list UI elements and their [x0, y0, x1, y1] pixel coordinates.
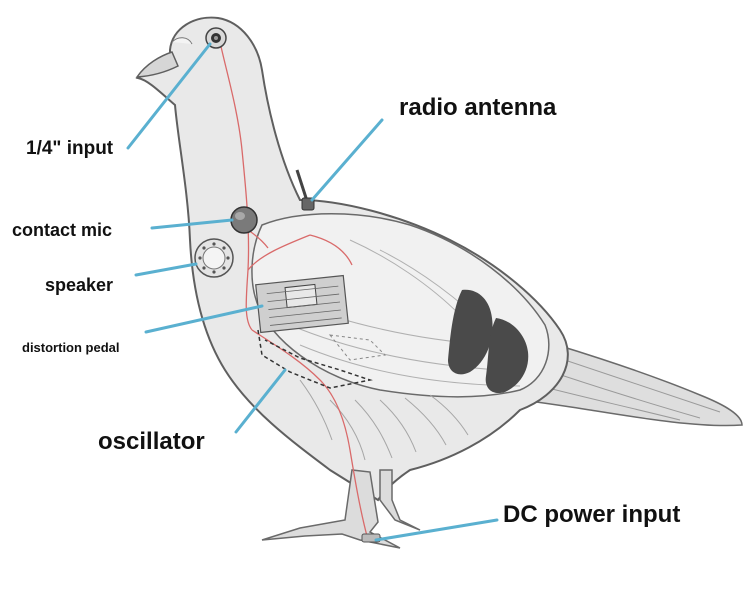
label-contact-mic: contact mic	[12, 220, 113, 240]
leader-dc-power-input	[374, 518, 499, 542]
distortion-pedal-board	[255, 274, 349, 334]
label-quarter-inch-input: 1/4" input	[26, 138, 114, 159]
label-oscillator: oscillator	[98, 428, 205, 455]
speaker-component	[194, 238, 234, 278]
leader-speaker	[134, 262, 198, 277]
label-dc-power-input: DC power input	[503, 501, 681, 528]
leader-radio-antenna	[310, 118, 384, 202]
leader-contact-mic	[150, 218, 234, 230]
wing-bar-upper	[448, 289, 493, 375]
belly-feather-lines	[299, 379, 469, 461]
leader-quarter-inch-input	[126, 42, 212, 150]
leader-distortion-pedal	[144, 304, 264, 334]
wing-bar-lower	[485, 318, 529, 394]
oscillator-outline	[257, 329, 373, 389]
pigeon-beak	[135, 51, 179, 78]
label-speaker: speaker	[45, 275, 114, 295]
leader-oscillator	[234, 368, 287, 434]
label-radio-antenna: radio antenna	[399, 94, 557, 121]
leader-lines	[126, 42, 499, 542]
contact-mic-component	[230, 206, 258, 234]
label-distortion-pedal: distortion pedal	[22, 340, 120, 355]
